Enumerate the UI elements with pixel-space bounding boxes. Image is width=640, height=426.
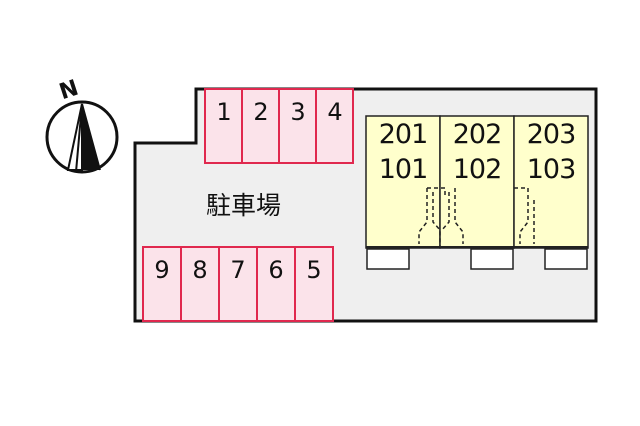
- parking-space-3: [278, 88, 317, 164]
- unit-label-103: 103: [526, 154, 577, 185]
- parking-space-2: [241, 88, 280, 164]
- parking-space-label-5: 5: [306, 256, 322, 284]
- parking-space-label-8: 8: [192, 256, 208, 284]
- parking-space-label-1: 1: [216, 98, 232, 126]
- unit-label-201: 201: [378, 119, 429, 150]
- parking-space-8: [180, 246, 220, 322]
- parking-space-label-4: 4: [327, 98, 343, 126]
- parking-space-label-2: 2: [253, 98, 269, 126]
- parking-space-9: [142, 246, 182, 322]
- parking-space-label-9: 9: [154, 256, 170, 284]
- unit-label-101: 101: [378, 154, 429, 185]
- parking-lot-label: 駐車場: [206, 191, 282, 220]
- parking-space-label-3: 3: [290, 98, 306, 126]
- parking-row-top: [204, 88, 354, 164]
- compass-icon: [45, 100, 119, 174]
- parking-space-label-6: 6: [268, 256, 284, 284]
- parking-row-bottom: [142, 246, 334, 322]
- parking-space-7: [218, 246, 258, 322]
- unit-label-202: 202: [452, 119, 503, 150]
- parking-space-label-7: 7: [230, 256, 246, 284]
- stair-outline-3: [514, 187, 535, 244]
- stair-outline-1: [418, 187, 446, 246]
- entrance-step-1: [366, 248, 410, 270]
- unit-block-3: [513, 115, 589, 249]
- building: [365, 115, 589, 270]
- unit-label-102: 102: [452, 154, 503, 185]
- stair-outline-2: [441, 188, 464, 244]
- unit-label-203: 203: [526, 119, 577, 150]
- parking-space-4: [315, 88, 354, 164]
- entrance-step-3: [544, 248, 588, 270]
- parking-space-5: [294, 246, 334, 322]
- entrance-step-2: [470, 248, 514, 270]
